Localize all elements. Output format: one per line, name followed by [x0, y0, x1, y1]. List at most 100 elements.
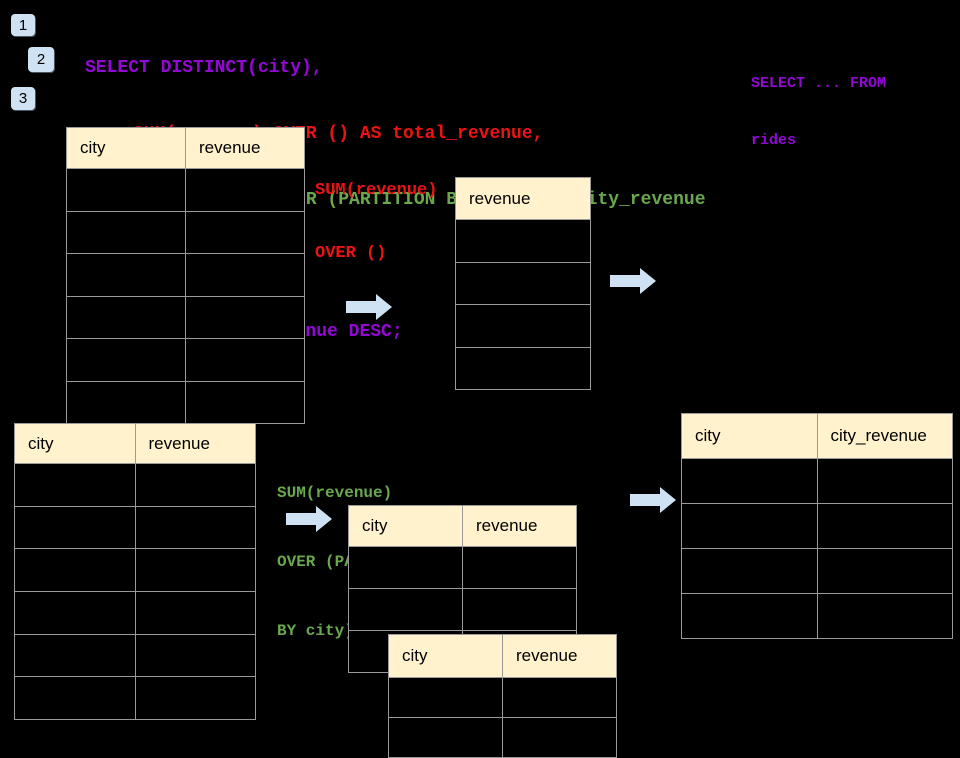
table-header-row: revenue: [456, 178, 590, 219]
table-cell: [463, 589, 576, 630]
table-cell: [349, 589, 463, 630]
column-header: revenue: [516, 646, 578, 665]
table-row: [67, 295, 304, 339]
table-row: [682, 503, 952, 548]
table-row: [456, 304, 590, 347]
table-cell: [186, 169, 304, 211]
table-cell: [136, 635, 256, 677]
table-cell: [682, 594, 818, 638]
table-cell: [503, 718, 616, 757]
table-row: [67, 253, 304, 296]
column-header: city: [389, 635, 503, 677]
step-badge-1: 1: [11, 14, 35, 36]
table-cell: [67, 339, 186, 381]
table-city-revenue-result: city city_revenue: [681, 413, 953, 639]
table-cell: [682, 504, 818, 548]
table-cell: [456, 348, 590, 390]
column-header: city: [15, 424, 136, 463]
column-header: city: [67, 128, 186, 168]
label-total-line1: SUM(revenue): [315, 181, 438, 200]
table-cell: [15, 506, 136, 549]
column-header: revenue: [469, 188, 531, 208]
table-cell: [456, 263, 590, 305]
arrow-right-icon: [630, 487, 676, 513]
table-cell: [186, 212, 304, 254]
table-cell: [818, 459, 953, 503]
column-header: revenue: [476, 516, 538, 535]
table-cell: [349, 547, 463, 588]
label-partition-line1: SUM(revenue): [277, 484, 393, 502]
arrow-right-icon: [610, 268, 656, 294]
table-row: [389, 717, 616, 757]
label-partition-line3: BY city): [277, 622, 354, 640]
table-cell: [136, 677, 256, 719]
table-row: [15, 548, 256, 592]
label-total-line2: OVER (): [315, 244, 387, 263]
table-row: [67, 338, 304, 381]
sql-line-select: SELECT DISTINCT(city),: [85, 58, 323, 78]
table-cell: [186, 339, 304, 381]
table-cell: [15, 677, 136, 720]
table-cell: [818, 549, 953, 593]
table-row: [389, 677, 616, 717]
side-note-select-from: SELECT ... FROM rides: [751, 36, 886, 169]
label-sum-over-total: SUM(revenue) OVER (): [315, 138, 437, 285]
table-cell: [456, 305, 590, 347]
table-cell: [67, 211, 186, 253]
table-row: [456, 219, 590, 262]
arrow-right-icon: [346, 294, 392, 320]
column-header: city: [349, 506, 463, 546]
table-row: [349, 546, 576, 588]
table-rides-source-bottom: city revenue: [14, 423, 256, 721]
table-cell: [186, 297, 304, 339]
table-cell: [15, 592, 136, 634]
table-cell: [136, 464, 256, 506]
table-row: [67, 380, 304, 424]
table-row: [15, 505, 256, 549]
side-note-line1: SELECT ... FROM: [751, 75, 887, 92]
table-cell: [389, 718, 503, 757]
table-row: [15, 633, 256, 677]
side-note-line2: rides: [751, 132, 797, 149]
table-cell: [818, 594, 953, 638]
table-cell: [136, 507, 256, 549]
table-row: [682, 593, 952, 638]
table-header-row: city revenue: [15, 424, 255, 463]
table-row: [15, 591, 255, 634]
table-row: [67, 210, 304, 254]
table-cell: [15, 549, 136, 592]
table-cell: [67, 296, 186, 338]
arrow-right-icon: [286, 506, 332, 532]
table-header-row: city city_revenue: [682, 414, 952, 458]
step-badge-2: 2: [28, 47, 54, 72]
table-row: [15, 676, 256, 720]
table-partition-overlay: city revenue: [388, 634, 617, 758]
table-cell: [186, 254, 304, 296]
table-cell: [186, 382, 304, 424]
table-cell: [682, 549, 818, 593]
table-cell: [67, 381, 186, 423]
table-row: [67, 168, 304, 211]
column-header: city_revenue: [830, 426, 927, 445]
table-cell: [15, 464, 136, 506]
table-cell: [389, 678, 503, 717]
table-cell: [463, 547, 576, 588]
table-cell: [136, 549, 256, 591]
table-header-row: city revenue: [349, 506, 576, 546]
column-header: city: [682, 414, 818, 458]
table-row: [456, 346, 590, 390]
table-row: [349, 588, 576, 630]
table-cell: [15, 634, 136, 677]
table-cell: [67, 169, 186, 211]
table-cell: [67, 254, 186, 296]
table-header-row: city revenue: [389, 635, 616, 677]
table-cell: [503, 678, 616, 717]
column-header: revenue: [148, 433, 210, 453]
table-cell: [682, 459, 818, 503]
table-row: [682, 548, 952, 593]
step-badge-3: 3: [11, 87, 35, 110]
table-cell: [456, 220, 590, 262]
table-row: [15, 463, 255, 506]
table-row: [682, 458, 952, 503]
